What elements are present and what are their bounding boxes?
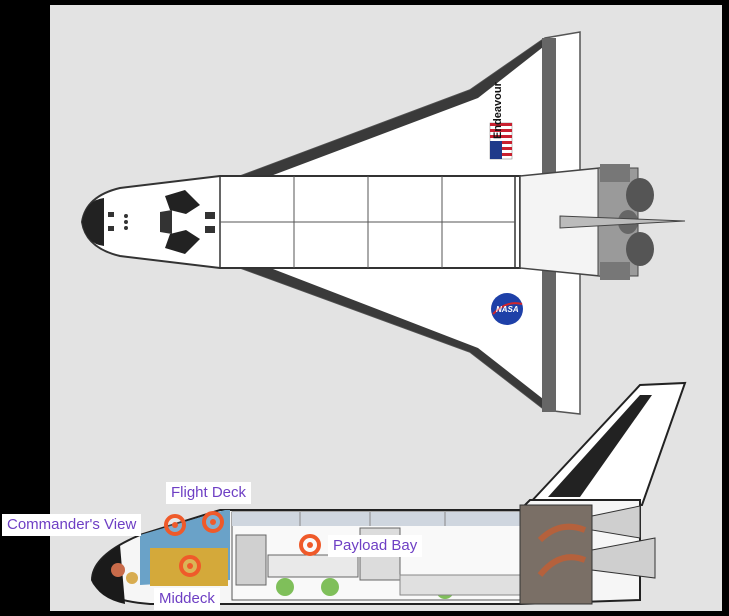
commanders-view-label[interactable]: Commander's View (2, 514, 142, 536)
middeck-hotspot[interactable] (179, 555, 201, 577)
agency-logo-text: NASA (496, 305, 519, 314)
flight-deck-label[interactable]: Flight Deck (166, 482, 252, 504)
flight-deck-hotspot[interactable] (202, 511, 224, 533)
middeck-label[interactable]: Middeck (154, 588, 220, 610)
payload-bay-hotspot[interactable] (299, 534, 321, 556)
payload-bay-label[interactable]: Payload Bay (328, 535, 423, 557)
commanders-view-hotspot[interactable] (164, 514, 186, 536)
